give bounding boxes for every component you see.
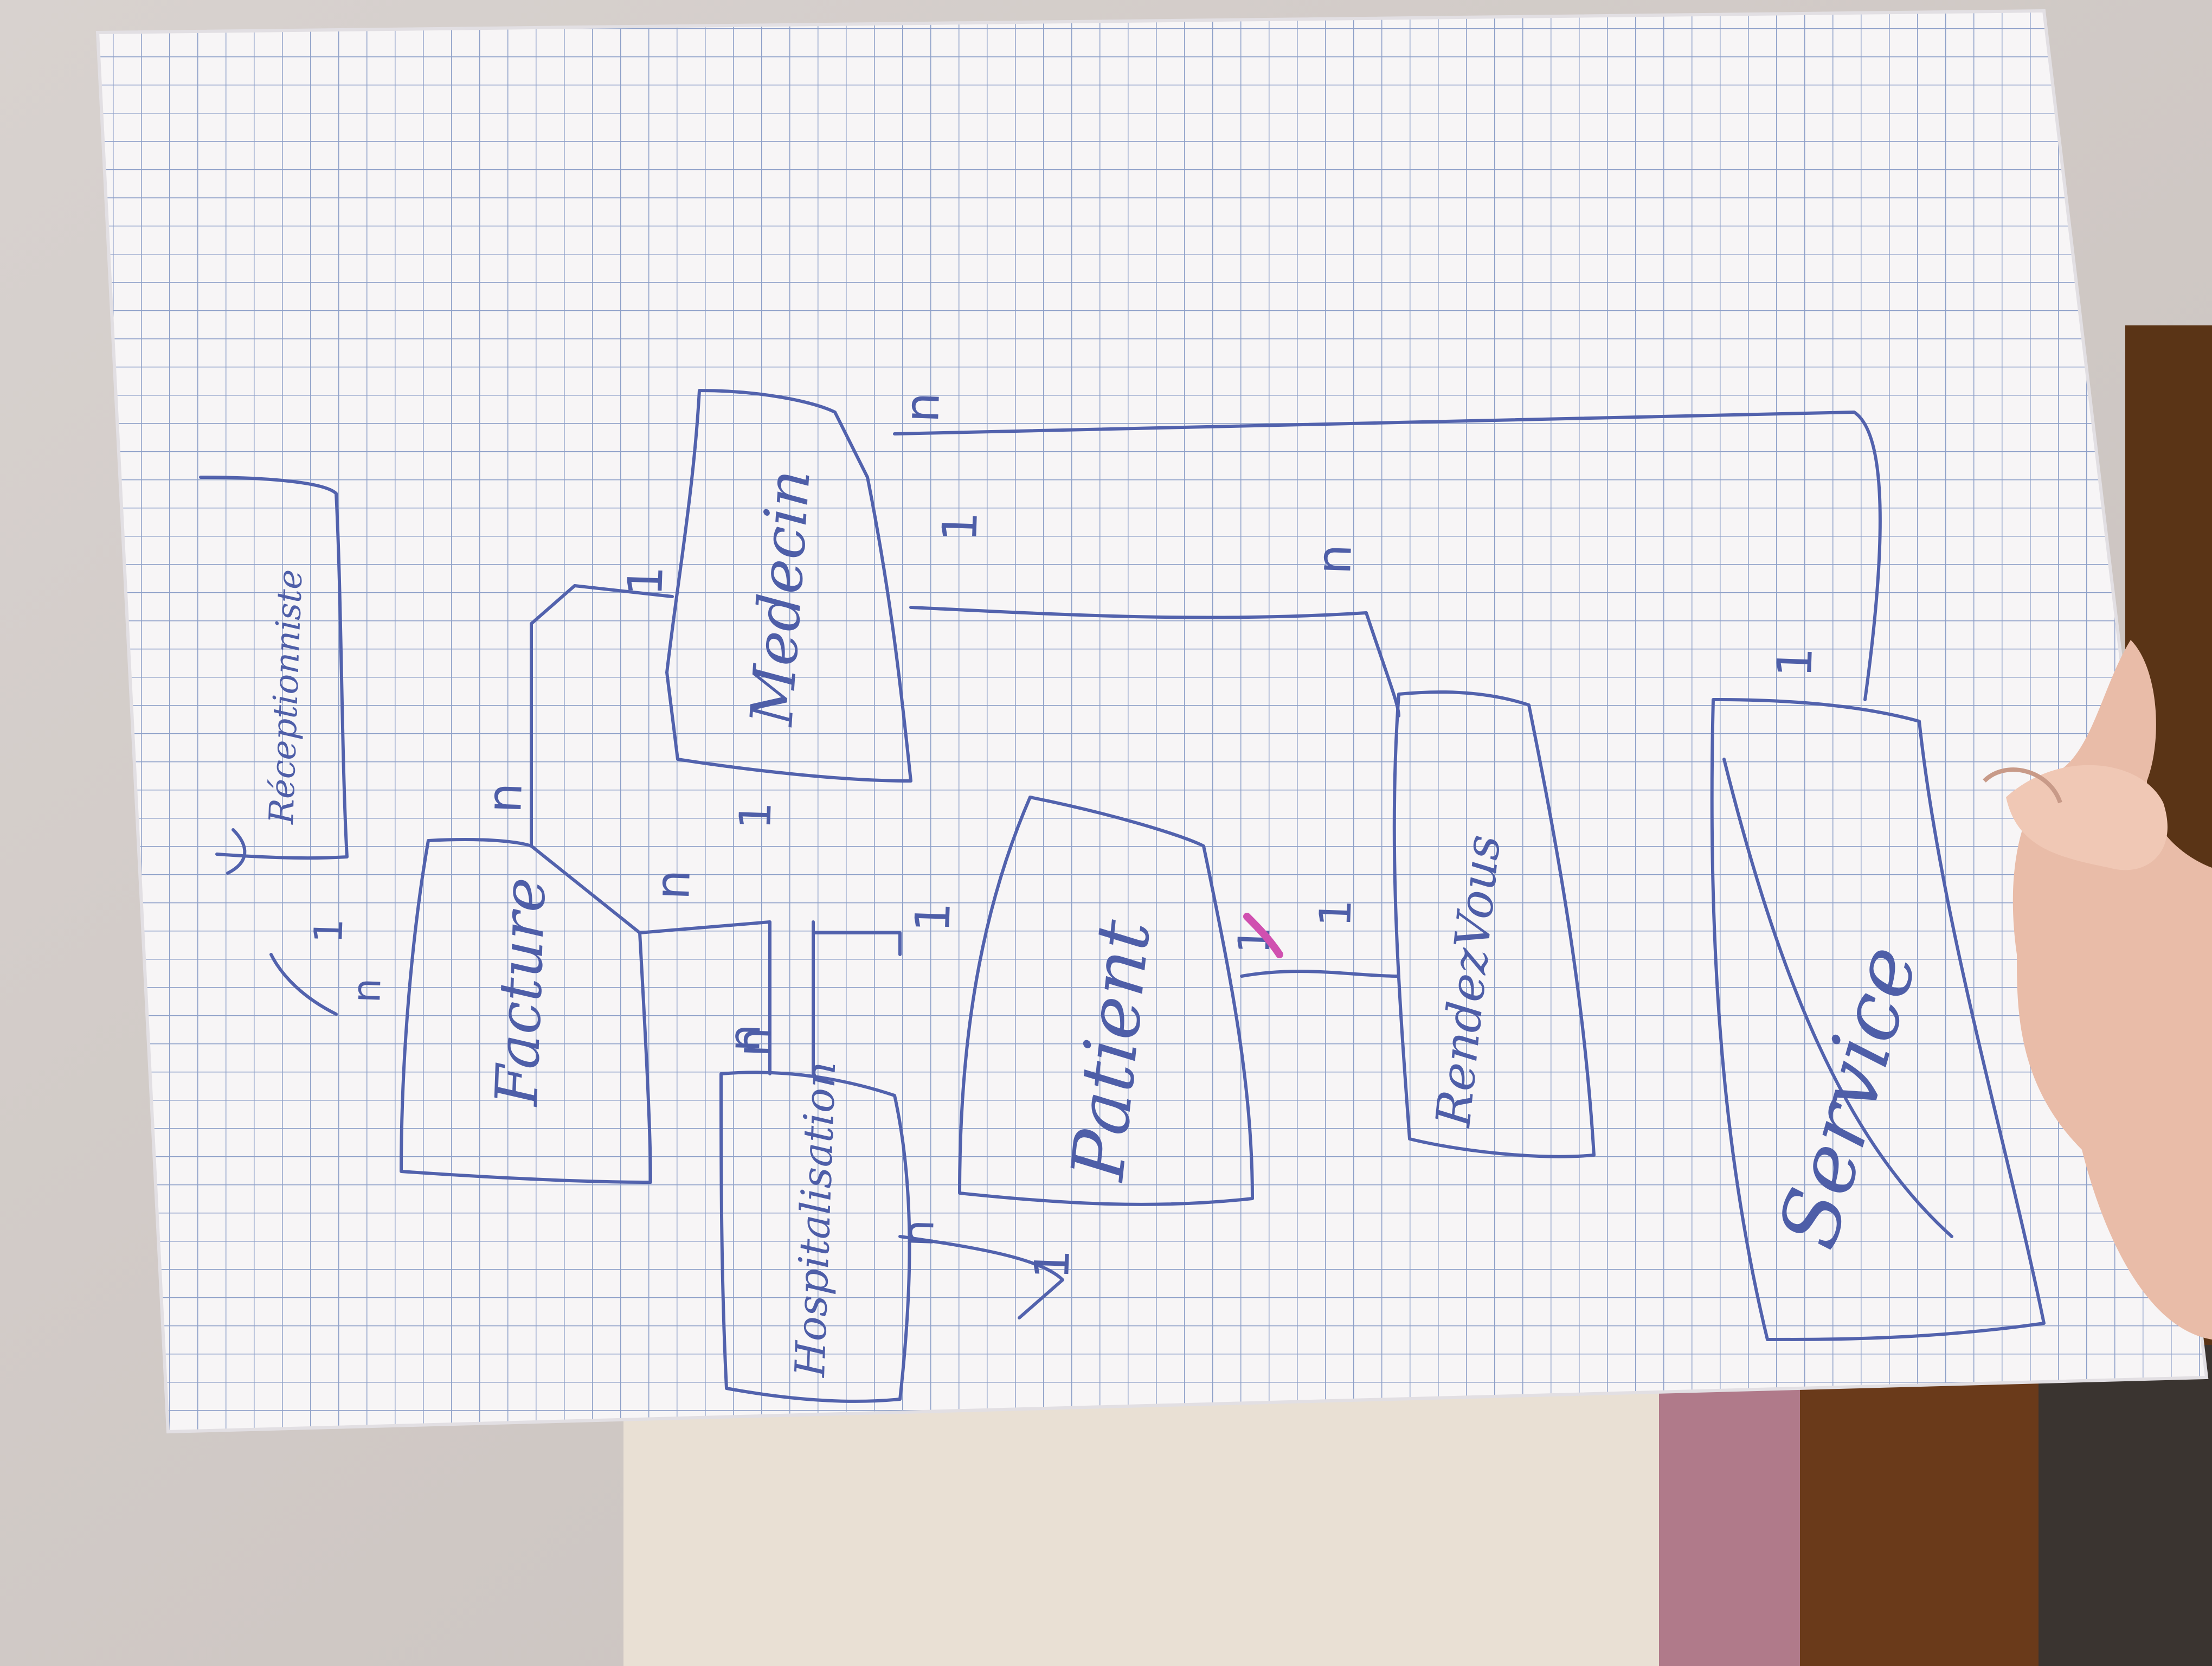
hospitalisation-box	[719, 1071, 911, 1403]
cardinality-hosp-patient-1: 1	[904, 901, 961, 933]
cardinality-facture-hosp-top-n: n	[644, 868, 701, 900]
patient-box	[958, 796, 1254, 1206]
receptionniste-bracket	[226, 828, 247, 875]
cushion	[623, 1388, 1789, 1666]
patient-hosp-link	[898, 1235, 1064, 1319]
medecin-rdv-link	[909, 606, 1400, 717]
hand	[1983, 640, 2212, 1340]
grid-paper-sheet	[95, 9, 2209, 1434]
cardinality-recep-facture-1: 1	[305, 918, 352, 944]
cardinality-medecin-service-n: n	[893, 391, 950, 423]
medecin-service-link	[893, 411, 1882, 701]
recep-facture-link	[269, 953, 338, 1016]
cardinality-medecin-rdv-1: 1	[1310, 899, 1361, 928]
entity-label-facture: Facture	[483, 876, 559, 1108]
entity-label-receptionniste: Réceptionniste	[261, 569, 310, 825]
floor-dark	[2039, 1345, 2212, 1666]
cardinality-service-1: 1	[1766, 646, 1823, 678]
medecin-patient-link	[812, 931, 902, 956]
cardinality-facture-hosp-n: n	[725, 1026, 782, 1058]
service-inner-curve	[1722, 758, 1953, 1238]
cardinality-hosp-patient-lower-n: n	[892, 1219, 944, 1248]
cardinality-facture-medecin-1: 1	[617, 565, 674, 597]
cardinality-medecin-hosp-1: 1	[730, 801, 781, 830]
wooden-frame	[1800, 1340, 2044, 1666]
cardinality-medecin-rdv-n: n	[1306, 543, 1362, 575]
patient-rdv-link	[1240, 970, 1400, 978]
carpet-edge	[1659, 1388, 1811, 1666]
cardinality-patient-hosp-1: 1	[1024, 1248, 1081, 1280]
facture-hosp-link	[638, 920, 771, 1075]
cardinality-recep-facture-n: n	[343, 977, 390, 1004]
receptionniste-box	[199, 476, 349, 860]
rendezvous-box	[1392, 690, 1596, 1158]
facture-medecin-link	[530, 584, 674, 848]
cardinality-hosp-patient-n: n	[719, 1023, 770, 1053]
pink-highlighter-mark	[1243, 913, 1283, 958]
medecin-box	[665, 389, 912, 783]
cardinality-facture-medecin-n: n	[476, 781, 533, 813]
cardinality-medecin-service-1: 1	[931, 510, 988, 543]
entity-label-hospitalisation: Hospitalisation	[786, 1061, 845, 1379]
service-box	[1710, 698, 2046, 1341]
